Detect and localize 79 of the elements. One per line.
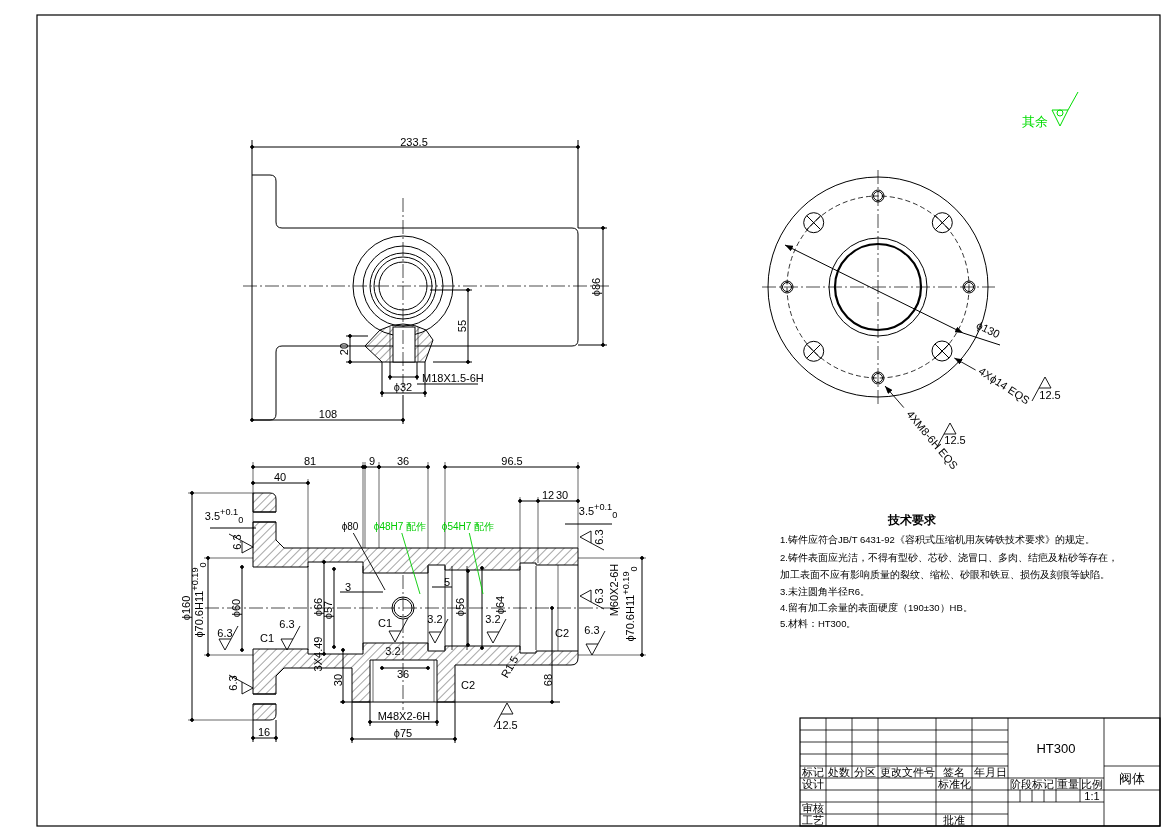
title-block-text: 工艺 [802, 814, 824, 826]
dimension-text: 36 [396, 455, 410, 467]
dimension-text: 9 [368, 455, 376, 467]
note-text: 其余 [1022, 114, 1048, 128]
bolt-hole [931, 340, 954, 363]
chamfer-label: C1 [259, 632, 275, 644]
roughness-value: 6.3 [217, 627, 233, 639]
title-block-text: 1:1 [1084, 790, 1100, 802]
leader-line [468, 532, 484, 595]
dimension-text: 12 [541, 489, 555, 501]
title-block-text: 审核 [802, 802, 824, 814]
dimension-text: 68 [542, 673, 554, 687]
dimension-text: 96.5 [501, 455, 523, 467]
dimension-text: ϕ32 [393, 381, 413, 393]
leader-line [352, 532, 386, 591]
dimension-text: 36 [396, 668, 410, 680]
roughness-value: 6.3 [231, 534, 243, 550]
dimension-text: 40 [273, 471, 287, 483]
title-block-text: 分区 [854, 766, 876, 778]
title-block-text: 设计 [802, 778, 824, 790]
bolt-hole [871, 371, 885, 385]
roughness-value: 6.3 [279, 618, 295, 630]
dimension-text: M48X2-6H [377, 710, 431, 722]
title-block-text: 批准 [943, 814, 965, 826]
dimension-text: 16 [257, 726, 271, 738]
roughness-value: 6.3 [227, 675, 239, 691]
dimension-text: 81 [303, 455, 317, 467]
dimension-text: 5 [443, 576, 451, 588]
title-block-text: 阀体 [1119, 771, 1145, 785]
callout-label: ϕ48H7 配作 [373, 522, 427, 532]
roughness-value: 3.2 [485, 613, 501, 625]
dimension-text: ϕ64 [494, 595, 506, 615]
roughness-value: 12.5 [496, 719, 518, 731]
roughness-value: 12.5 [944, 434, 966, 446]
dimension-text: ϕ75 [393, 727, 413, 739]
chamfer-label: C2 [554, 627, 570, 639]
dimension-text: ϕ66 [312, 597, 324, 617]
title-block-text: HT300 [1036, 741, 1076, 755]
dimension-text: ϕ86 [590, 277, 602, 297]
callout-label: ϕ80 [341, 522, 359, 532]
dimension-text: ϕ130 [974, 319, 1002, 341]
title-block-text: 处数 [828, 766, 850, 778]
dimension-text: ϕ56 [454, 597, 466, 617]
title-block-text: 更改文件号 [879, 766, 935, 778]
title-block-text: 年月日 [973, 766, 1007, 778]
requirement-text: 4.留有加工余量的表面硬度（190±30）HB。 [780, 603, 973, 613]
title-block-text: 重量 [1057, 778, 1079, 790]
requirement-text: 1.铸件应符合JB/T 6431-92《容积式压缩机用灰铸铁技术要求》的规定。 [780, 535, 1095, 545]
title-block-text: 比例 [1081, 778, 1103, 790]
leader-line [401, 532, 421, 595]
dimension-text: 233.5 [400, 136, 428, 148]
requirement-text: 2.铸件表面应光洁，不得有型砂、芯砂、浇冒口、多肉、结疤及粘砂等存在，加工表面不应有影响质量的裂纹、缩松、砂眼和铁豆、损伤及刻痕等缺陷。 [780, 551, 1119, 582]
dimension-text: 3 [344, 581, 352, 593]
title-block-text: 阶段标记 [1010, 778, 1054, 790]
title-block-text: 标准化 [937, 778, 971, 790]
callout-label: ϕ54H7 配作 [441, 522, 495, 532]
roughness-value: 6.3 [593, 529, 605, 545]
roughness-value: 3.2 [385, 645, 401, 657]
dimension-text: M18X1.5-6H [422, 372, 484, 384]
requirement-text: 5.材料：HT300。 [780, 619, 857, 629]
roughness-value: 6.3 [584, 624, 600, 636]
dimension-text: 3X4.49 [312, 636, 324, 672]
dimension-text: ϕ60 [230, 598, 242, 618]
roughness-value: 3.2 [427, 613, 443, 625]
chamfer-label: C2 [460, 679, 476, 691]
roughness-value: 6.3 [593, 588, 605, 604]
title-block-text: 标记 [802, 766, 824, 778]
roughness-value: 12.5 [1039, 389, 1061, 401]
dimension-text: 30 [332, 673, 344, 687]
dimension-text: 20 [338, 342, 350, 356]
chamfer-label: C1 [377, 617, 393, 629]
section-heading: 技术要求 [888, 514, 936, 526]
dimension-text: 108 [318, 408, 338, 420]
requirement-text: 3.未注圆角半径R6。 [780, 587, 871, 597]
dimension-text: 30 [555, 489, 569, 501]
dimension-text: ϕ160 [180, 595, 192, 621]
dimension-text: 55 [456, 319, 468, 333]
title-block-text: 签名 [943, 766, 965, 778]
dimension-text: M60X2-6H [608, 563, 620, 617]
